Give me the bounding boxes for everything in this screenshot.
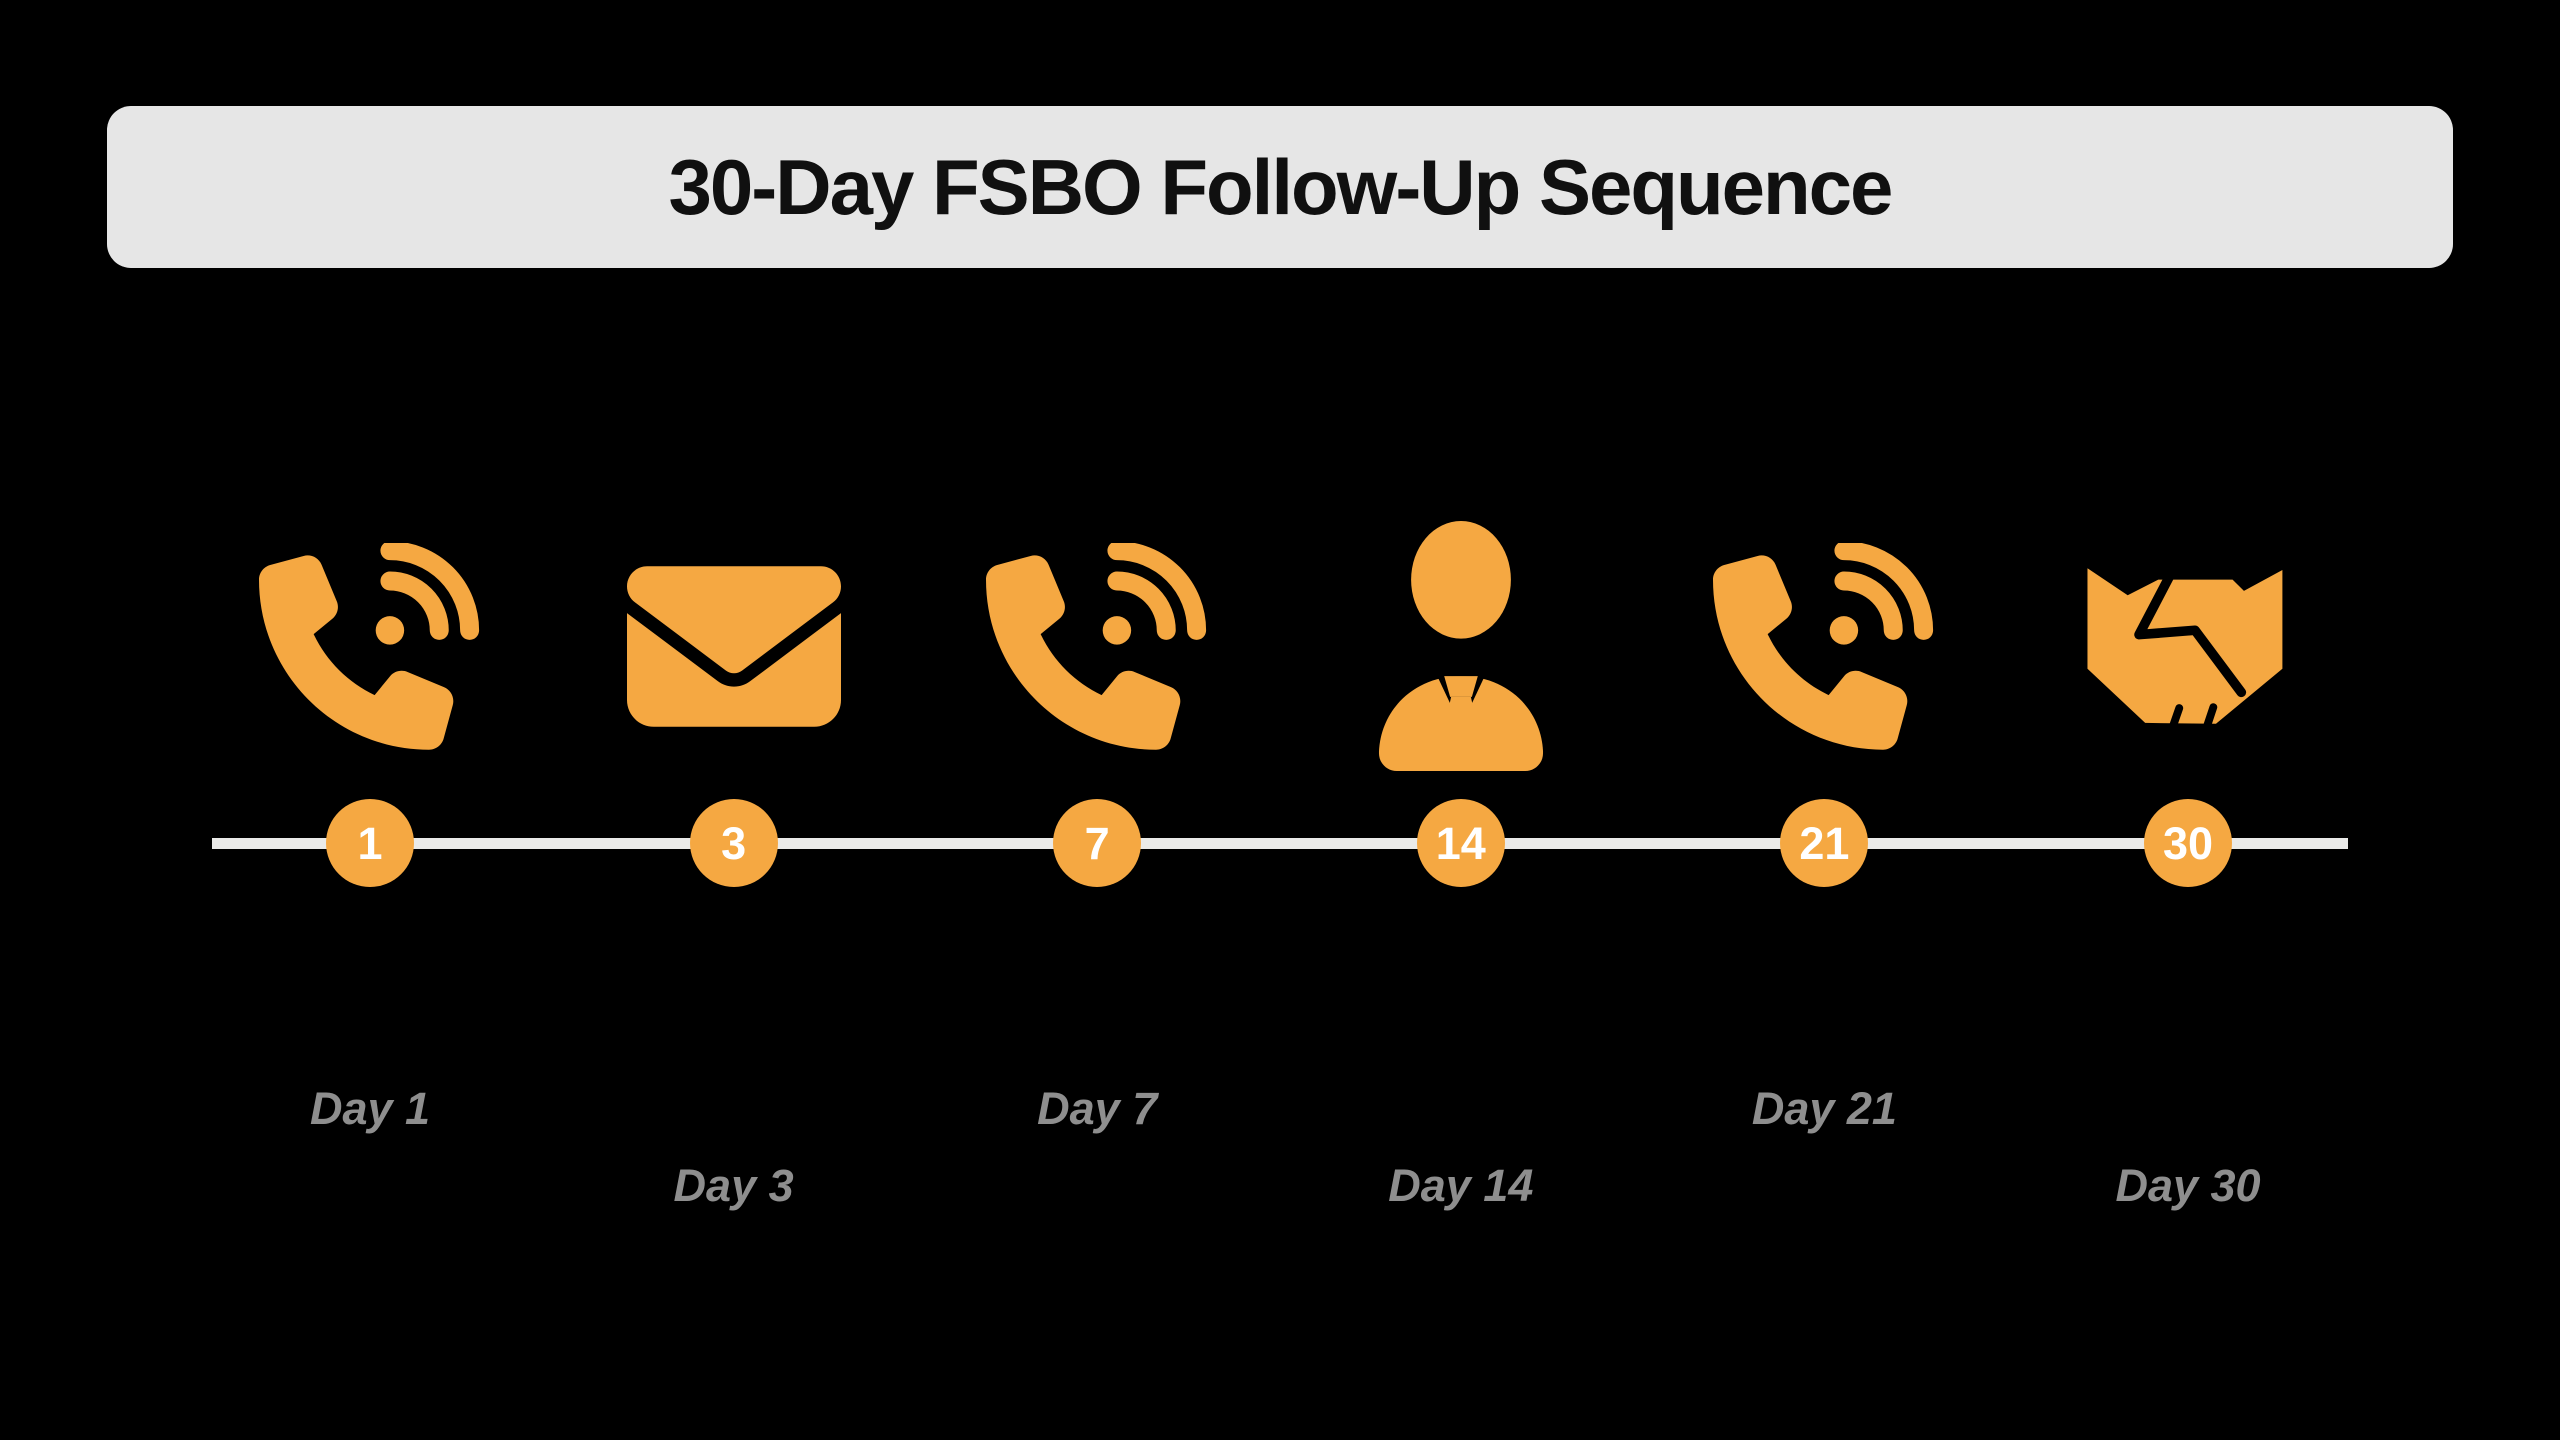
day-label: Day 1 [309,1083,431,1134]
day-number: 21 [1799,817,1850,869]
handshake-icon-wrap [2028,520,2348,772]
phone-call-icon [259,543,481,750]
day-label: Day 21 [1751,1083,1897,1134]
day-number-badge: 30 [2144,799,2232,887]
day-number-badge: 7 [1053,799,1142,887]
day-label: Day 7 [1037,1083,1158,1134]
day-label: Day 30 [2115,1160,2261,1211]
day-number-badge: 1 [326,799,414,887]
phone-call-icon-wrap [937,520,1257,772]
day-number-badge: 21 [1780,799,1869,887]
day-label: Day 3 [673,1160,794,1211]
timeline-node: 3 Day 3 [574,0,894,1440]
day-number: 7 [1084,817,1110,869]
timeline-node: 14 Day 14 [1301,0,1621,1440]
handshake-icon [2070,554,2306,738]
timeline-node: 1 Day 1 [210,0,530,1440]
envelope-icon [627,566,841,727]
day-number: 3 [721,817,747,869]
phone-call-icon-wrap [1664,520,1984,772]
timeline-node: 7 Day 7 [937,0,1257,1440]
day-label: Day 14 [1388,1160,1534,1211]
phone-call-icon [986,543,1208,750]
day-number-badge: 14 [1416,799,1505,887]
phone-call-icon [1713,543,1935,750]
day-number: 30 [2162,817,2214,869]
phone-call-icon-wrap [210,520,530,772]
timeline-node: 30 Day 30 [2028,0,2348,1440]
timeline-line [212,838,2348,849]
envelope-icon-wrap [574,520,894,772]
businessman-icon-wrap [1301,520,1621,772]
day-number: 1 [357,817,383,869]
businessman-icon [1376,521,1546,771]
page-title: 30-Day FSBO Follow-Up Sequence [668,142,1894,231]
day-number-badge: 3 [689,799,778,887]
day-number: 14 [1435,817,1486,869]
timeline-node: 21 Day 21 [1664,0,1984,1440]
title-bar: 30-Day FSBO Follow-Up Sequence [107,106,2453,268]
